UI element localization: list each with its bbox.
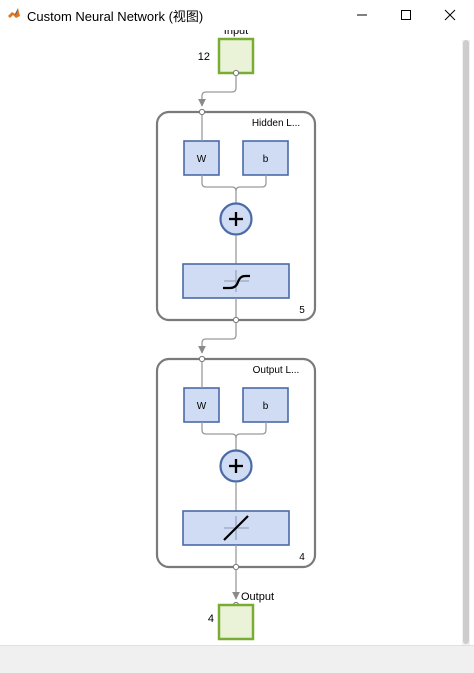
hidden-to-output-wire — [198, 323, 237, 354]
minimize-button[interactable] — [340, 0, 384, 30]
close-button[interactable] — [428, 0, 472, 30]
output-size: 4 — [208, 613, 214, 625]
hidden-bias-block[interactable] — [242, 140, 289, 176]
output-weight-label: W — [197, 401, 207, 412]
title-bar[interactable]: Custom Neural Network (视图) — [0, 0, 474, 30]
plus-icon — [229, 212, 243, 226]
output-layer-size: 4 — [299, 552, 305, 563]
hidden-layer[interactable]: Hidden L... W b — [155, 108, 317, 324]
input-node[interactable]: Input 12 — [198, 25, 255, 77]
input-port — [232, 69, 240, 77]
output-bias-block[interactable] — [242, 387, 289, 423]
hidden-b-to-sum-wire — [235, 175, 267, 192]
output-label: Output — [241, 591, 274, 603]
input-size: 12 — [198, 51, 210, 63]
output-layer-output-port — [232, 563, 240, 571]
output-layer[interactable]: Output L... W b — [155, 355, 317, 571]
hidden-weight-label: W — [197, 154, 207, 165]
maximize-icon — [400, 9, 412, 21]
plus-icon — [229, 459, 243, 473]
hidden-bias-label: b — [263, 154, 269, 165]
hidden-layer-label: Hidden L... — [252, 118, 300, 129]
close-icon — [444, 9, 456, 21]
hidden-layer-size: 5 — [299, 305, 305, 316]
input-to-hidden-wire — [198, 76, 237, 107]
scrollbar-thumb[interactable] — [463, 40, 469, 644]
tansig-icon — [223, 270, 250, 292]
output-bias-label: b — [263, 401, 269, 412]
hidden-layer-output-port — [232, 316, 240, 324]
output-layer-input-port — [198, 355, 206, 363]
status-bar — [0, 645, 474, 673]
output-layer-label: Output L... — [253, 365, 300, 376]
vertical-scrollbar[interactable] — [462, 40, 470, 645]
minimize-icon — [356, 9, 368, 21]
hidden-layer-input-port — [198, 108, 206, 116]
output-box[interactable] — [217, 603, 255, 641]
output-node[interactable]: Output 4 — [208, 591, 274, 641]
output-b-to-sum-wire — [235, 422, 267, 439]
input-box[interactable] — [217, 37, 255, 75]
matlab-app-icon — [7, 6, 21, 20]
maximize-button[interactable] — [384, 0, 428, 30]
purelin-icon — [223, 515, 249, 541]
window-title: Custom Neural Network (视图) — [27, 9, 204, 24]
